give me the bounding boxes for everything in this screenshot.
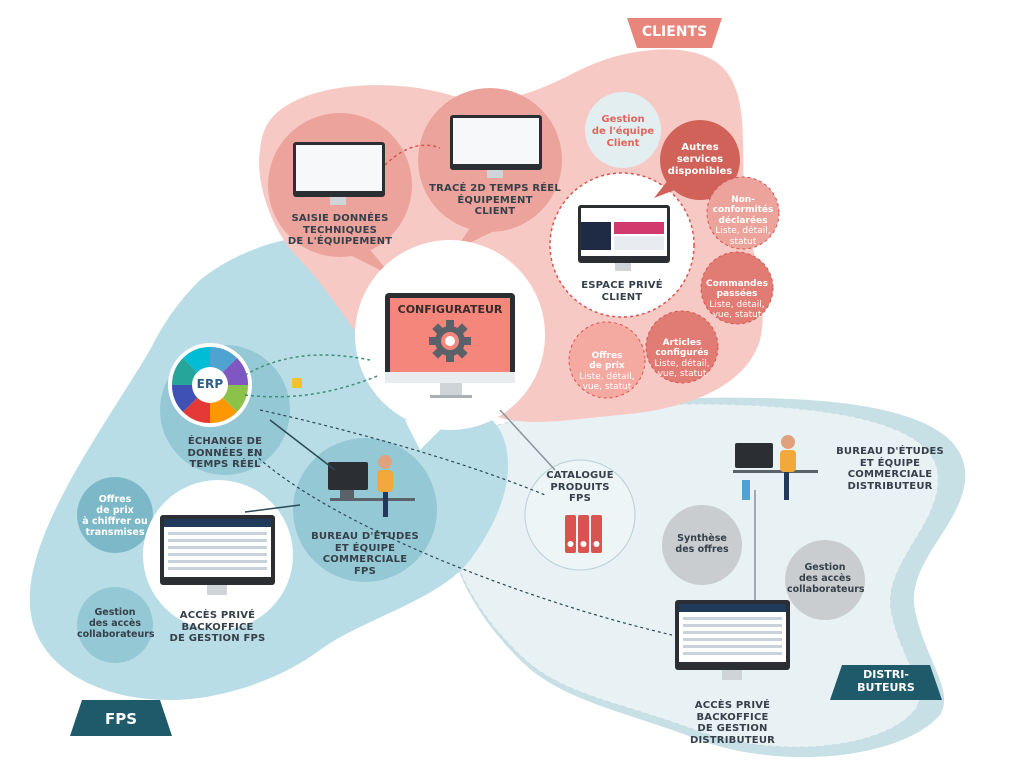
gestion-fps-text: Gestion des accès collaborateurs <box>77 607 155 640</box>
autres-services-text: Autres services disponibles <box>667 142 733 177</box>
trace-label: TRACÉ 2D TEMPS RÉEL ÉQUIPEMENT CLIENT <box>429 183 561 217</box>
offres-client-bubble <box>568 321 646 399</box>
synthese-bubble <box>662 505 742 585</box>
acces-fps-label: ACCÈS PRIVÉ BACKOFFICE DE GESTION FPS <box>169 610 266 644</box>
offres-client-title: Offres de prix <box>589 350 625 372</box>
designer-distri-illustration <box>733 435 818 500</box>
offres-fps-bubble <box>77 477 153 553</box>
configurator-title: CONFIGURATEUR <box>397 303 503 316</box>
catalogue-label: CATALOGUE PRODUITS FPS <box>546 470 614 504</box>
articles-bubble <box>645 310 719 384</box>
erp-catalogue-link <box>259 409 546 496</box>
clients-tag-shape <box>627 18 722 48</box>
non-conformites-sub: Liste, détail, statut <box>715 226 771 247</box>
erp-config-link-top <box>244 354 371 376</box>
offres-fps-text: Offres de prix à chiffrer ou transmises <box>82 494 148 538</box>
articles-text: Articles configurés Liste, détail, vue, … <box>645 327 719 390</box>
config-catalogue-link <box>499 409 556 471</box>
saisie-trace-link <box>384 144 441 166</box>
offres-client-sub: Liste, détail, vue, statut <box>579 371 635 393</box>
articles-sub: Liste, détail, vue, statut <box>654 358 710 380</box>
designer-fps-illustration <box>328 455 415 517</box>
gestion-distri-bubble <box>785 540 865 620</box>
non-conformites-bubble <box>706 176 780 250</box>
non-conformites-text: Non- conformités déclarées Liste, détail… <box>706 184 780 258</box>
gestion-distri-text: Gestion des accès collaborateurs <box>787 562 865 595</box>
offres-client-text: Offres de prix Liste, détail, vue, statu… <box>568 340 646 403</box>
bureau-fps-label: BUREAU D'ÉTUDES ET ÉQUIPE COMMERCIALE FP… <box>311 531 419 577</box>
clients-tag: CLIENTS <box>641 24 708 40</box>
acces-fps-link <box>244 504 301 513</box>
commandes-sub: Liste, détail, vue, statut <box>709 299 765 321</box>
commandes-title: Commandes passées <box>706 278 768 300</box>
espace-label: ESPACE PRIVÉ CLIENT <box>581 280 663 303</box>
gestion-client-bubble <box>585 92 661 168</box>
distri-tag: DISTRI- BUTEURS <box>857 668 915 694</box>
acces-distri-label: ACCÈS PRIVÉ BACKOFFICE DE GESTION DISTRI… <box>689 700 776 746</box>
saisie-label: SAISIE DONNÉES TECHNIQUES DE L'ÉQUIPEMEN… <box>287 213 393 247</box>
synthese-text: Synthèse des offres <box>675 533 729 555</box>
autres-services-bubble <box>660 120 740 200</box>
gestion-client-text: Gestion de l'équipe Client <box>591 114 655 149</box>
erp-config-link-bottom <box>244 374 381 398</box>
articles-title: Articles configurés <box>655 337 709 359</box>
erp-label: ERP <box>196 377 224 391</box>
fps-tag: FPS <box>104 710 138 728</box>
gestion-fps-bubble <box>77 587 153 663</box>
erp-wheel <box>171 346 249 424</box>
folders-icon <box>565 515 602 553</box>
fps-tag-shape <box>70 700 172 736</box>
bureau-distri-label: BUREAU D'ÉTUDES ET ÉQUIPE COMMERCIALE DI… <box>836 446 944 492</box>
erp-distri-link <box>249 449 673 636</box>
commandes-text: Commandes passées Liste, détail, vue, st… <box>700 268 774 331</box>
non-conformites-title: Non- conformités déclarées <box>712 194 774 226</box>
gear-icon <box>429 320 471 362</box>
distri-tag-shape <box>830 665 942 700</box>
erp-bureau-link <box>269 419 336 471</box>
echange-label: ÉCHANGE DE DONNÉES EN TEMPS RÉEL <box>187 436 263 470</box>
commandes-bubble <box>700 251 774 325</box>
